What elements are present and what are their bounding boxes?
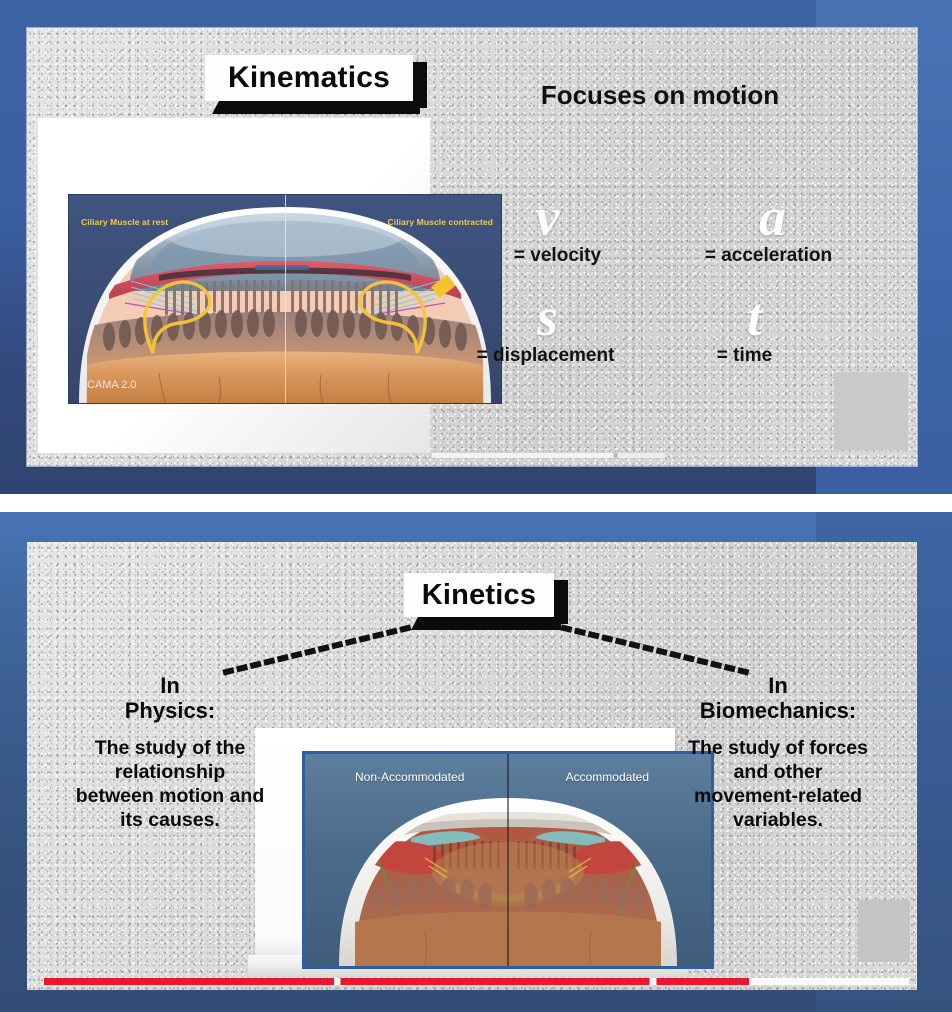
symbol-cell-displacement: s = displacement <box>455 290 660 390</box>
symbol-cell-acceleration: a = acceleration <box>660 190 865 290</box>
dotted-connector-left <box>222 624 412 676</box>
heading-focuses-on-motion: Focuses on motion <box>540 79 780 110</box>
video-progress-bar-kinematics[interactable] <box>432 453 802 458</box>
placeholder-box-kinetics <box>858 900 910 962</box>
symbol-glyph-s: s <box>536 287 558 347</box>
title-plate-kinematics: Kinematics <box>205 55 413 101</box>
eye-figure-divider <box>285 195 286 403</box>
eye-figure-watermark: CAMA 2.0 <box>87 379 137 391</box>
symbol-glyph-t: t <box>746 287 762 347</box>
eye-label-ciliary-contracted: Ciliary Muscle contracted <box>387 217 493 227</box>
dotted-connector-right <box>560 624 750 676</box>
column-physics-body: The study of the relationship between mo… <box>75 737 265 831</box>
column-biomechanics-body: The study of forces and other movement-r… <box>688 737 868 831</box>
title-plate-kinetics-label: Kinetics <box>421 578 537 611</box>
symbol-label-displacement: = displacement <box>476 345 615 366</box>
title-plate-kinetics: Kinetics <box>404 573 554 617</box>
symbol-label-velocity: = velocity <box>513 245 602 266</box>
video-progress-bar-kinetics[interactable] <box>44 978 909 985</box>
placeholder-box-kinematics <box>834 372 908 450</box>
slide-panel-kinematics: Ciliary Muscle at rest Ciliary Muscle co… <box>0 0 952 494</box>
eye-label-non-accommodated: Non-Accommodated <box>355 770 465 784</box>
title-plate-kinematics-label: Kinematics <box>227 61 391 94</box>
symbol-cell-velocity: v = velocity <box>455 190 660 290</box>
kinematics-symbol-grid: v = velocity a = acceleration s = displa… <box>455 190 865 390</box>
eye-label-accommodated: Accommodated <box>565 770 649 784</box>
symbol-label-acceleration: = acceleration <box>704 245 833 266</box>
symbol-label-time: = time <box>716 345 773 366</box>
symbol-cell-time: t = time <box>660 290 865 390</box>
eye-anatomy-illustration-kinematics: Ciliary Muscle at rest Ciliary Muscle co… <box>68 194 502 404</box>
eye-anatomy-illustration-kinetics: Non-Accommodated Accommodated <box>302 751 714 969</box>
eye-anatomy-svg-bottom <box>305 754 711 966</box>
eye-label-ciliary-at-rest: Ciliary Muscle at rest <box>81 217 169 227</box>
symbol-glyph-a: a <box>759 187 786 247</box>
symbol-glyph-v: v <box>535 187 560 247</box>
